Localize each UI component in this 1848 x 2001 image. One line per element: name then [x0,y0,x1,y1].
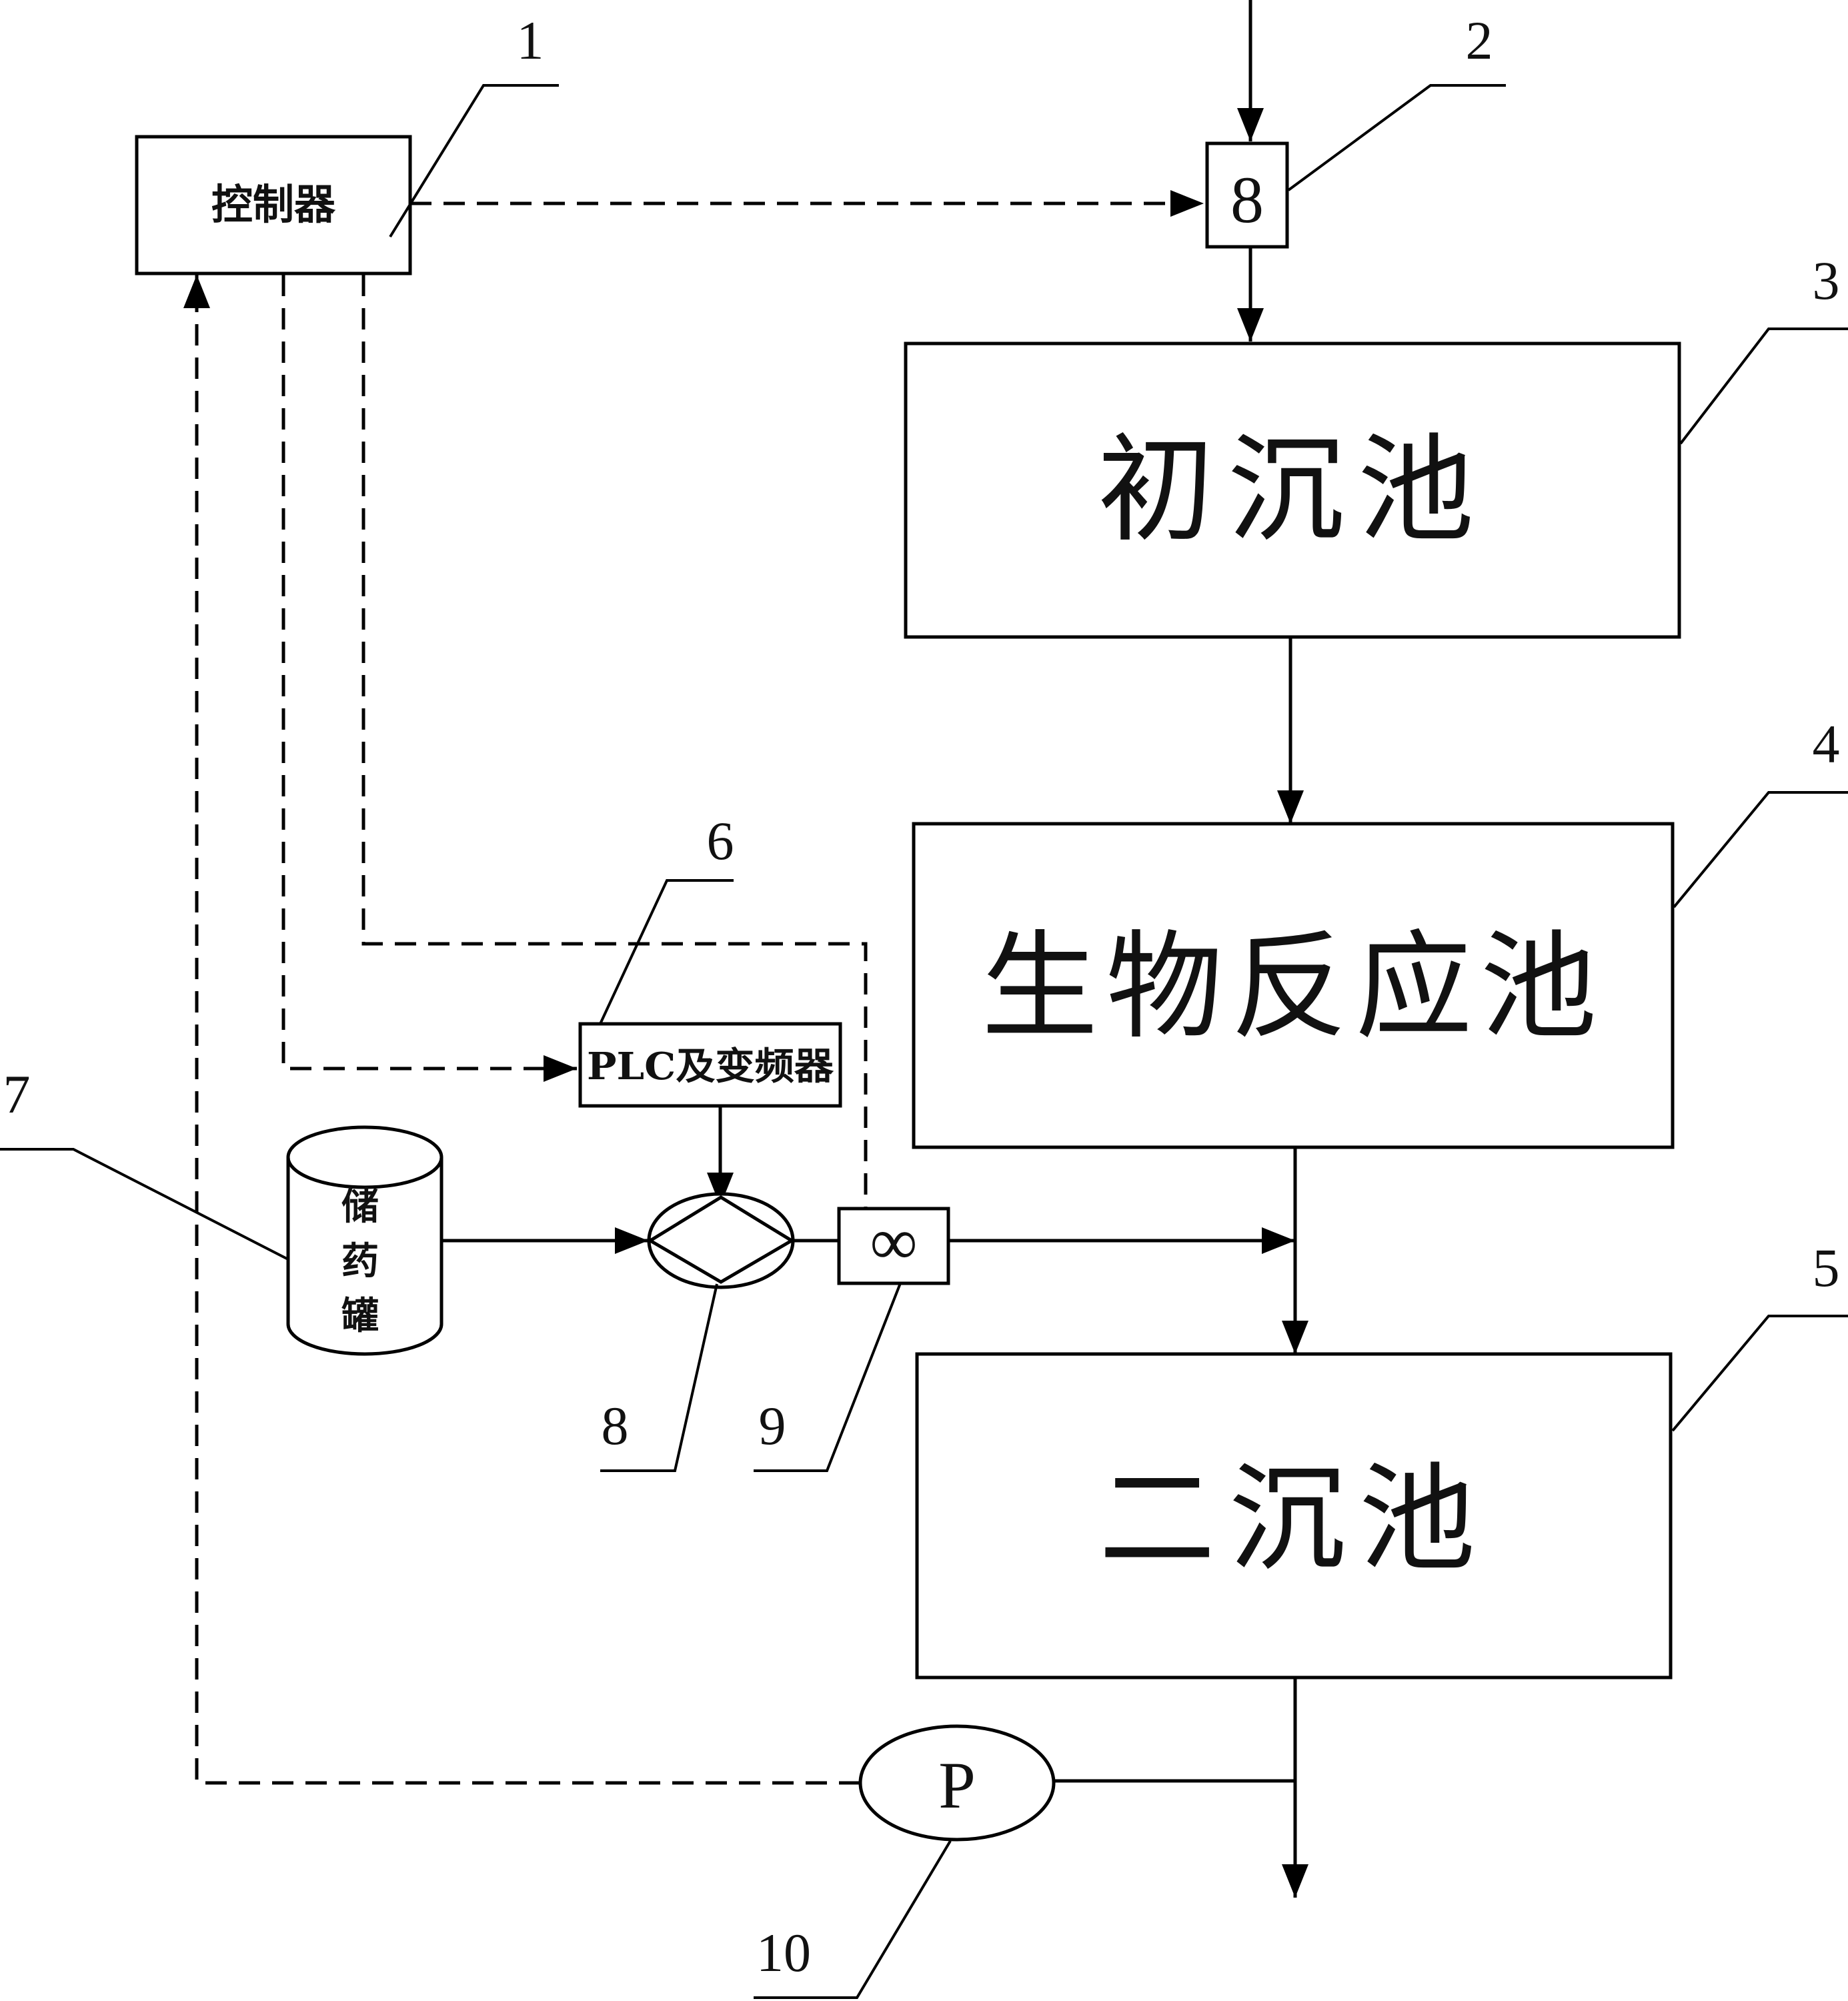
phosphorus-analyzer: P [858,1724,1056,1842]
controller-to-dosing-meter-signal [361,275,868,1209]
ref-number-2: 2 [1466,10,1493,71]
ref-number-5: 5 [1813,1237,1840,1298]
tank-label-char-1: 储 [341,1185,379,1229]
tank-label-char-3: 罐 [341,1295,379,1338]
analyzer-label: P [938,1748,976,1822]
controller-label: 控制器 [211,180,336,229]
leader-lines [0,84,1848,1999]
controller: 控制器 [135,135,412,275]
ref-number-1: 1 [517,10,544,71]
ref-number-10: 10 [756,1922,811,1983]
plc-inverter: PLC及变频器 [578,1022,842,1108]
signal-lines [183,190,1204,1785]
plc-inverter-label: PLC及变频器 [587,1045,834,1089]
metering-pump [647,1192,795,1289]
controller-to-plc-signal [281,275,577,1082]
ref-number-3: 3 [1813,250,1840,311]
ref-number-9: 9 [759,1395,786,1456]
dosing-meter-symbol: ∞ [870,1205,917,1279]
bio-reactor-label: 生物反应池 [982,920,1605,1055]
secondary-clarifier-label: 二沉池 [1099,1452,1489,1587]
dosing-lines [441,1106,1295,1254]
ref-number-4: 4 [1813,714,1840,774]
ref-number-8: 8 [602,1395,629,1456]
chemical-storage-tank: 储 药 罐 [286,1125,443,1356]
primary-clarifier: 初沉池 [904,342,1681,639]
tank-label-char-2: 药 [341,1240,379,1283]
main-flow-lines [1054,0,1308,1898]
primary-clarifier-label: 初沉池 [1098,423,1488,558]
ref-number-6: 6 [707,810,734,871]
flow-meter-symbol: 8 [1230,163,1264,237]
analyzer-to-controller-signal [183,275,860,1785]
secondary-clarifier: 二沉池 [915,1352,1673,1680]
dosing-flow-meter: ∞ [837,1205,950,1285]
influent-flow-meter: 8 [1205,141,1289,249]
reference-numbers: 1 2 3 4 5 6 7 8 9 10 [3,10,1840,1983]
biological-reactor: 生物反应池 [912,822,1675,1149]
ref-number-7: 7 [3,1064,31,1125]
pump-diamond-icon [647,1195,795,1284]
